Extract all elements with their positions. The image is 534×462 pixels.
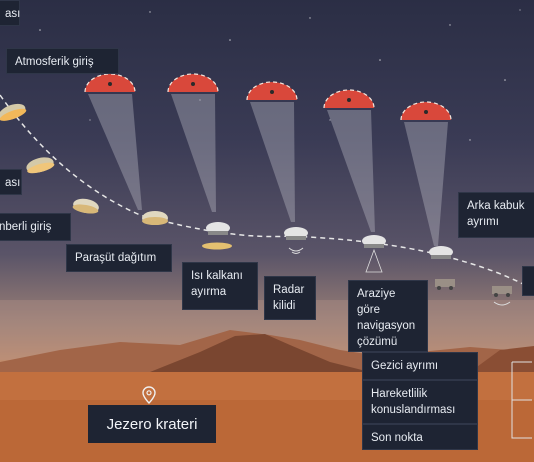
label-partial-right [522,266,534,296]
location-pin-icon [142,386,156,404]
capsule-sequence [0,103,512,306]
label-radar-lock: Radar kilidi [264,276,316,320]
label-guided-entry: nberli giriş [0,213,71,241]
label-terrain-navigation: Araziye göre navigasyon çözümü [348,280,428,352]
label-heat-shield-separation: Isı kalkanı ayırma [182,262,258,310]
parachute-sequence [84,73,452,246]
label-parachute-deploy: Paraşüt dağıtım [66,244,172,272]
label-backshell-separation: Arka kabuk ayrımı [458,192,534,238]
label-stage-top-left: ası [0,0,20,26]
bracket-lines [511,361,532,439]
label-mobility-deployment: Hareketlilik konuslandırması [362,380,478,424]
crater-label: Jezero krateri [88,405,216,443]
stars [39,9,521,141]
trajectory-path [0,94,534,291]
label-stage-left-mid: ası [0,169,22,195]
label-end-point: Son nokta [362,424,478,450]
label-rover-separation: Gezici ayrımı [362,352,478,380]
label-atmospheric-entry: Atmosferik giriş [6,48,119,74]
